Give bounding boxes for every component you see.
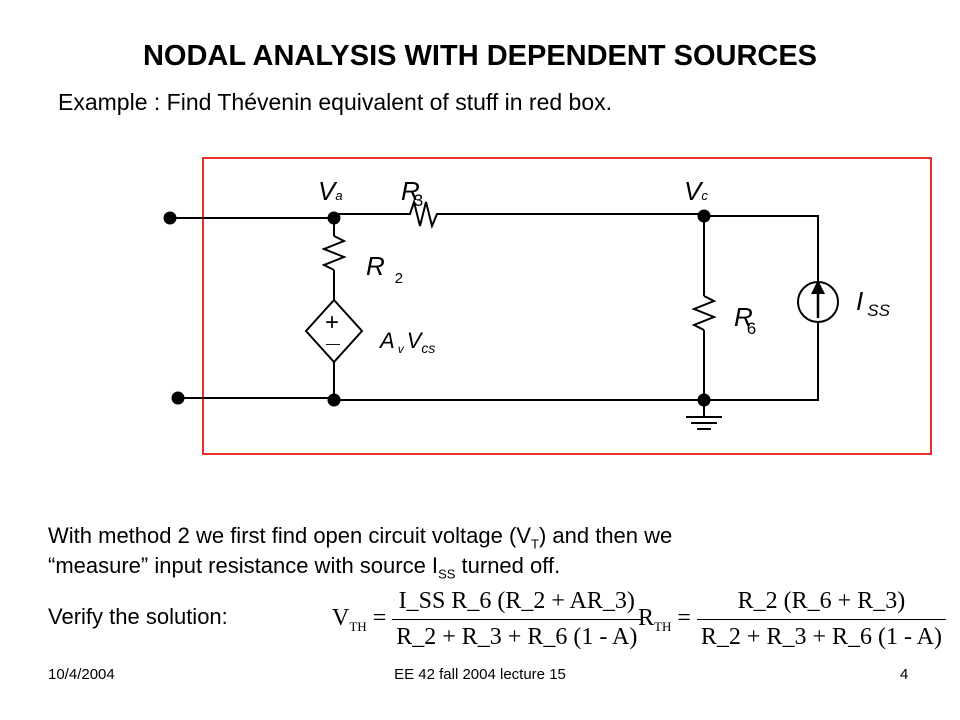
r3-resistor: [405, 198, 442, 230]
node-va: [327, 211, 341, 225]
node-bottom-left: [327, 393, 341, 407]
node-ground: [697, 393, 711, 407]
top-wire: [170, 213, 405, 219]
r6-resistor: [691, 295, 717, 331]
verify-label: Verify the solution:: [48, 604, 228, 629]
node-vc: [697, 209, 711, 223]
method-line-1: With method 2 we first find open circuit…: [48, 523, 673, 552]
method-line-2: “measure” input resistance with source I…: [48, 553, 561, 582]
arrow-up-icon: [811, 280, 825, 294]
example-statement: Example : Find Thévenin equivalent of st…: [58, 89, 613, 115]
footer-page-number: 4: [900, 666, 909, 683]
vth-numerator: I_SS R_6 (R_2 + AR_3): [392, 588, 642, 620]
rth-equation: RTH = R_2 (R_6 + R_3) R_2 + R_3 + R_6 (1…: [638, 588, 946, 651]
bottom-wire: [178, 322, 819, 401]
top-wire-right: [442, 213, 819, 282]
r2-resistor: [321, 235, 347, 271]
red-box: [202, 157, 932, 455]
rth-numerator: R_2 (R_6 + R_3): [696, 588, 946, 620]
source-minus-sign: —: [326, 335, 340, 351]
terminal-top: [163, 211, 177, 225]
slide-title: NODAL ANALYSIS WITH DEPENDENT SOURCES: [142, 40, 818, 72]
label-vc: Vc: [684, 176, 708, 206]
label-r3: R3: [401, 176, 424, 210]
footer-date: 10/4/2004: [48, 666, 115, 683]
terminal-bottom: [171, 391, 185, 405]
label-r6: R6: [734, 302, 757, 338]
rth-denominator: R_2 + R_3 + R_6 (1 - A): [700, 624, 942, 650]
footer-course: EE 42 fall 2004 lecture 15: [394, 666, 566, 683]
vth-equation: VTH = I_SS R_6 (R_2 + AR_3) R_2 + R_3 + …: [332, 588, 642, 651]
label-va: Va: [318, 176, 343, 206]
source-plus-sign: +: [325, 309, 340, 336]
vth-denominator: R_2 + R_3 + R_6 (1 - A): [396, 624, 638, 650]
